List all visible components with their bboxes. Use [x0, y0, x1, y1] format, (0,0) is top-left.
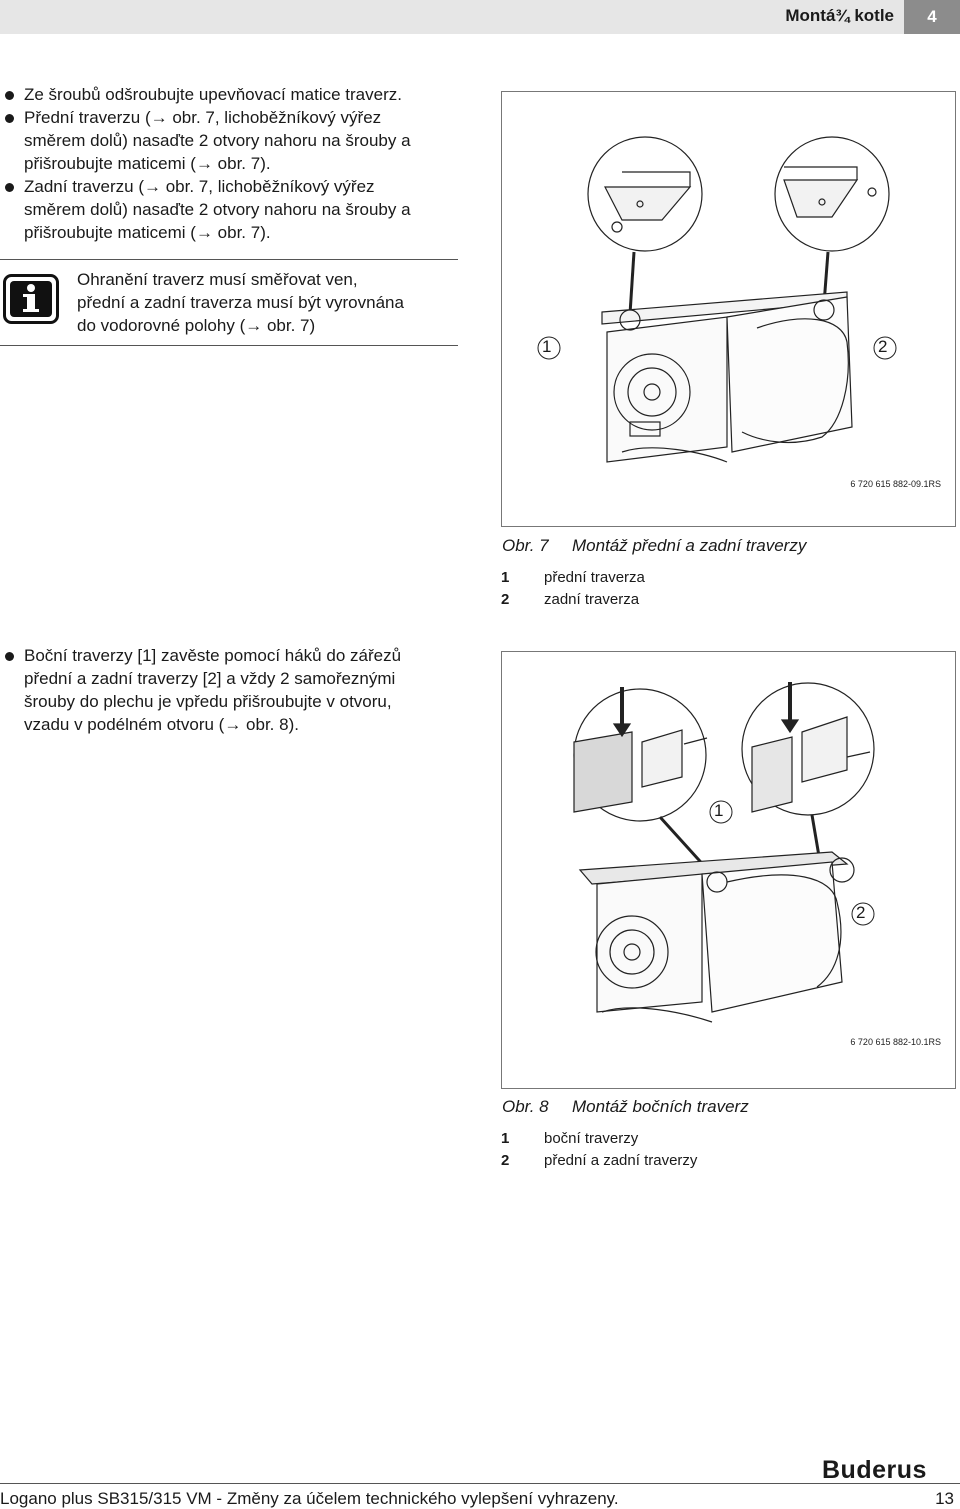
- figure-7-caption-text: Montáž přední a zadní traverzy: [572, 536, 807, 555]
- step-4-line: vzadu v podélném otvoru (→ obr. 8).: [24, 715, 299, 734]
- header-bar: [0, 0, 960, 34]
- callout-1: 1: [542, 337, 552, 356]
- figure-7-drawing: [537, 136, 897, 463]
- figure-7: 1 2 6 720 615 882-09.1RS: [501, 91, 956, 527]
- legend-text: boční traverzy: [544, 1130, 639, 1147]
- step-2-line: Přední traverzu (→ obr. 7, lichoběžníkov…: [24, 108, 382, 127]
- figure-8-caption-number: Obr. 8: [502, 1097, 549, 1116]
- bullet-icon: [5, 114, 14, 123]
- note-line: Ohranění traverz musí směřovat ven,: [77, 270, 358, 289]
- callout-1: 1: [714, 801, 724, 820]
- figure-8-drawing: [573, 682, 875, 1023]
- step-2-line: přišroubujte maticemi (→ obr. 7).: [24, 154, 271, 173]
- callout-2: 2: [878, 337, 888, 356]
- chapter-number: 4: [904, 0, 960, 34]
- info-icon: [3, 274, 59, 329]
- footer-rule: [0, 1483, 960, 1484]
- note-rule-bottom: [0, 345, 458, 346]
- legend-number: 1: [501, 569, 510, 586]
- footer-document: Logano plus SB315/315 VM - Změny za účel…: [0, 1489, 619, 1508]
- page-number: 13: [935, 1489, 954, 1508]
- section-title: Montá¾ kotle: [785, 6, 894, 25]
- step-4: Boční traverzy [1] zavěste pomocí háků d…: [24, 644, 474, 736]
- buderus-logo: Buderus: [822, 1456, 927, 1484]
- legend-text: přední a zadní traverzy: [544, 1152, 698, 1169]
- note-line: do vodorovné polohy (→ obr. 7): [77, 316, 316, 335]
- step-3-line: Zadní traverzu (→ obr. 7, lichoběžníkový…: [24, 177, 375, 196]
- step-4-line: Boční traverzy [1] zavěste pomocí háků d…: [24, 646, 402, 665]
- step-4-line: šrouby do plechu je vpředu přišroubujte …: [24, 692, 392, 711]
- step-4-line: přední a zadní traverzy [2] a vždy 2 sam…: [24, 669, 396, 688]
- legend-number: 2: [501, 1152, 510, 1169]
- bullet-icon: [5, 183, 14, 192]
- step-2-line: směrem dolů) nasaďte 2 otvory nahoru na …: [24, 131, 411, 150]
- note-line: přední a zadní traverza musí být vyrovná…: [77, 293, 404, 312]
- step-3-line: přišroubujte maticemi (→ obr. 7).: [24, 223, 271, 242]
- figure-7-caption-number: Obr. 7: [502, 536, 549, 555]
- note-text: Ohranění traverz musí směřovat ven, před…: [77, 268, 457, 337]
- legend-text: přední traverza: [544, 569, 645, 586]
- step-2: Přední traverzu (→ obr. 7, lichoběžníkov…: [24, 106, 464, 175]
- bullet-icon: [5, 91, 14, 100]
- figure-8: 1 2 6 720 615 882-10.1RS: [501, 651, 956, 1089]
- figure-code: 6 720 615 882-10.1RS: [850, 1037, 941, 1047]
- bullet-icon: [5, 652, 14, 661]
- legend-number: 1: [501, 1130, 510, 1147]
- step-3: Zadní traverzu (→ obr. 7, lichoběžníkový…: [24, 175, 464, 244]
- figure-code: 6 720 615 882-09.1RS: [850, 479, 941, 489]
- callout-2: 2: [856, 903, 866, 922]
- legend-number: 2: [501, 591, 510, 608]
- note-rule-top: [0, 259, 458, 260]
- step-1: Ze šroubů odšroubujte upevňovací matice …: [24, 83, 464, 106]
- legend-text: zadní traverza: [544, 591, 640, 608]
- step-3-line: směrem dolů) nasaďte 2 otvory nahoru na …: [24, 200, 411, 219]
- figure-8-caption-text: Montáž bočních traverz: [572, 1097, 749, 1116]
- step-1-line: Ze šroubů odšroubujte upevňovací matice …: [24, 85, 402, 104]
